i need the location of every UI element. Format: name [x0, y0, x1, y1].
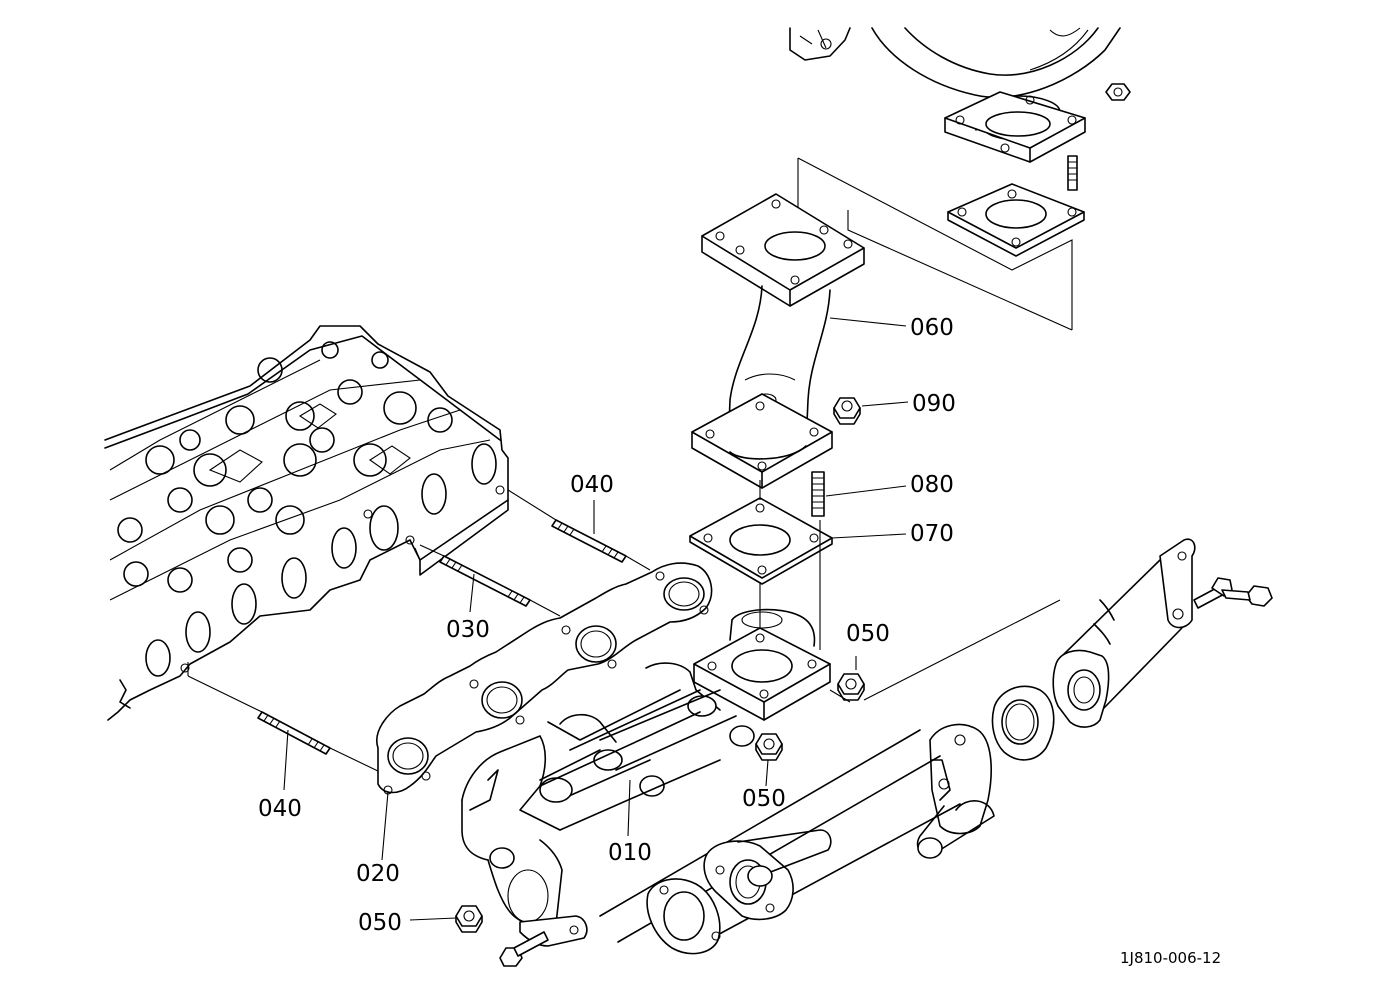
- leader-030: [469, 573, 475, 613]
- leader-020: [381, 791, 389, 861]
- drawing-code: 1J810-006-12: [1120, 949, 1221, 967]
- leader-080: [825, 485, 907, 497]
- callout-090: 090: [912, 391, 956, 417]
- leader-070: [831, 533, 907, 539]
- nut-050-right: [837, 673, 865, 701]
- stud-080: [811, 471, 825, 517]
- stud-030: [439, 555, 531, 607]
- leader-050-middle: [765, 759, 769, 787]
- callout-020: 020: [356, 861, 400, 887]
- stud-line-1: [507, 489, 651, 571]
- leader-090: [861, 401, 909, 407]
- assembly-line-2: [847, 210, 1073, 331]
- nut-top-right: [1105, 83, 1131, 101]
- muffler-part: [789, 27, 1121, 163]
- leader-060: [829, 317, 907, 327]
- callout-030: 030: [446, 617, 490, 643]
- callout-070: 070: [910, 521, 954, 547]
- upper-gasket: [947, 183, 1085, 257]
- callout-040-upper: 040: [570, 472, 614, 498]
- assembly-line: [797, 157, 1073, 330]
- callout-080: 080: [910, 472, 954, 498]
- callout-050-bottom: 050: [358, 910, 402, 936]
- stud-040-lower: [257, 711, 331, 755]
- callout-040-lower: 040: [258, 796, 302, 822]
- nut-050-bottom: [455, 905, 483, 933]
- manifold-gasket-020: [376, 562, 713, 795]
- stud-top-right: [1067, 155, 1078, 191]
- stud-line-3: [187, 675, 381, 773]
- egr-cooler: [599, 538, 1273, 955]
- leader-010: [627, 779, 631, 837]
- bolt-bottom: [499, 931, 549, 967]
- callout-060: 060: [910, 315, 954, 341]
- callout-050-right: 050: [846, 621, 890, 647]
- leader-line-050-right-flange: [829, 599, 1061, 703]
- leader-040-lower: [283, 729, 289, 791]
- cylinder-head: [104, 325, 509, 721]
- stud-line-2: [419, 544, 561, 617]
- exhaust-manifold-010: [461, 608, 831, 947]
- callout-010: 010: [608, 840, 652, 866]
- exhaust-pipe-060: [691, 193, 865, 489]
- callout-050-middle: 050: [742, 786, 786, 812]
- nut-050-middle: [755, 733, 783, 761]
- gasket-070: [689, 497, 833, 585]
- stud-040-upper: [551, 519, 627, 563]
- nut-090: [833, 397, 861, 425]
- leader-050-bottom: [409, 917, 457, 921]
